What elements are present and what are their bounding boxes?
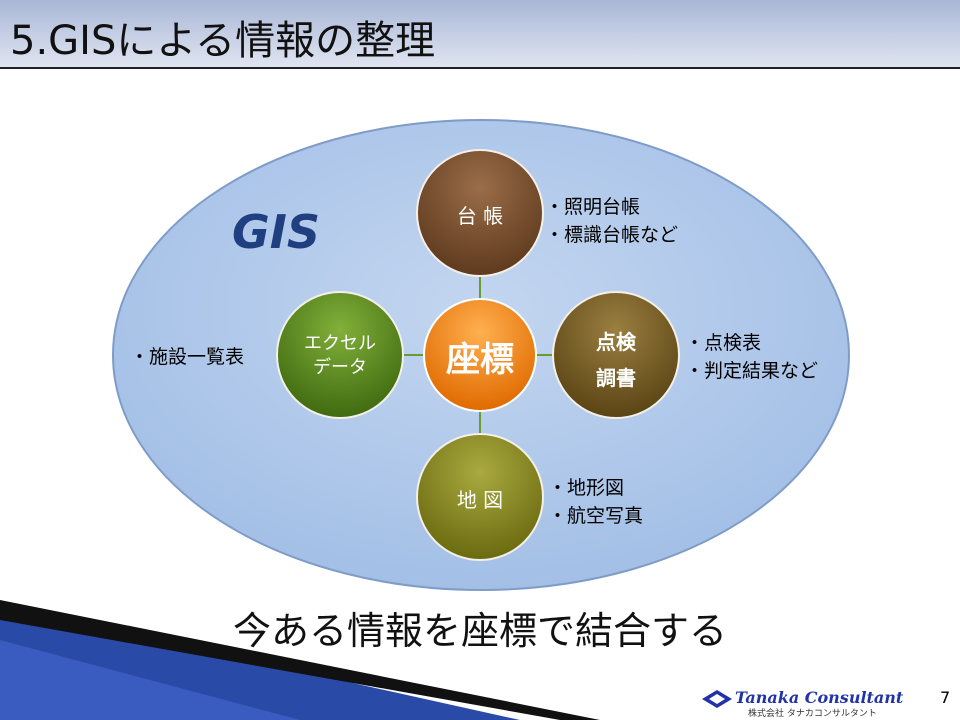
ledger-notes: ・照明台帳・標識台帳など bbox=[545, 193, 678, 249]
corner-decoration bbox=[0, 600, 600, 720]
page-number: 7 bbox=[940, 688, 951, 707]
node-inspection-line1: 点検 bbox=[596, 330, 636, 354]
node-excel-line1: エクセル bbox=[304, 333, 376, 354]
title-bar: 5.GISによる情報の整理 bbox=[0, 0, 960, 69]
company-name-jp: 株式会社 タナカコンサルタント bbox=[748, 709, 877, 719]
node-excel bbox=[276, 291, 404, 419]
node-map-label: 地 図 bbox=[456, 488, 504, 512]
note-item: ・点検表 bbox=[685, 332, 762, 354]
note-item: ・標識台帳など bbox=[545, 224, 679, 246]
node-center-label: 座標 bbox=[446, 340, 514, 380]
note-item: ・施設一覧表 bbox=[130, 346, 245, 368]
node-ledger-label: 台 帳 bbox=[456, 204, 504, 228]
node-excel-line2: データ bbox=[313, 357, 367, 378]
slide-title: 5.GISによる情報の整理 bbox=[10, 18, 436, 64]
note-item: ・照明台帳 bbox=[545, 196, 641, 218]
caption: 今ある情報を座標で結合する bbox=[232, 609, 727, 653]
node-map bbox=[416, 433, 544, 561]
node-center bbox=[423, 298, 537, 412]
company-name: Tanaka Consultant bbox=[735, 688, 904, 707]
node-inspection-label: 点検調書 bbox=[556, 324, 676, 396]
note-item: ・地形図 bbox=[548, 477, 625, 499]
inspection-notes: ・点検表・判定結果など bbox=[685, 329, 818, 385]
excel-notes: ・施設一覧表 bbox=[130, 343, 244, 371]
node-ledger bbox=[416, 149, 544, 277]
node-excel-label: エクセルデータ bbox=[280, 332, 400, 380]
company-logo-icon bbox=[702, 690, 732, 708]
node-inspection-line2: 調書 bbox=[596, 366, 636, 390]
note-item: ・判定結果など bbox=[685, 360, 819, 382]
map-notes: ・地形図・航空写真 bbox=[548, 474, 643, 530]
note-item: ・航空写真 bbox=[548, 505, 644, 527]
gis-label: GIS bbox=[232, 205, 321, 259]
node-inspection bbox=[552, 291, 680, 419]
